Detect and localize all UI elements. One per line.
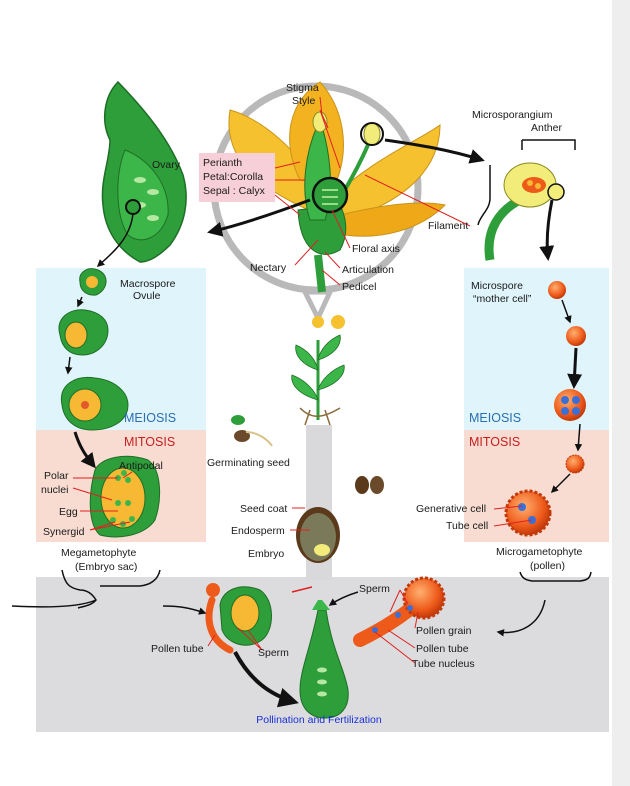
label-macrospore: Macrospore — [120, 278, 176, 290]
label-microspore: Microspore — [471, 280, 523, 292]
arrow-right-to-fertilization — [496, 599, 546, 637]
stamen-anther — [363, 122, 381, 146]
red-dash-mark — [291, 586, 313, 593]
ovule-stage-2 — [58, 309, 109, 356]
label-polar: Polar — [44, 470, 69, 482]
arrow-ovule-to-pistil — [233, 651, 299, 708]
petal-lower-right — [339, 202, 447, 237]
label-mother-cell: “mother cell” — [473, 293, 532, 305]
perianth-box — [199, 153, 275, 202]
label-ovule: Ovule — [133, 290, 161, 302]
label-filament: Filament — [428, 220, 468, 232]
arrow-micro-2-3 — [567, 347, 583, 389]
label-articulation: Articulation — [342, 264, 394, 276]
microspore-single — [565, 454, 585, 474]
label-ovary: Ovary — [152, 159, 181, 171]
label-megametophyte: Megametophyte — [61, 547, 136, 559]
label-antipodal: Antipodal — [119, 460, 163, 472]
hand-drawn-annotations — [11, 139, 592, 609]
arrow-sperm-left — [328, 591, 359, 606]
anther-zoom — [484, 162, 565, 261]
arrow-ovule-3-sac — [73, 431, 96, 469]
label-microsporangium: Microsporangium — [472, 109, 553, 121]
seeds-pair — [355, 476, 384, 494]
pollen-grain-mature — [504, 489, 552, 537]
label-tube-cell: Tube cell — [446, 520, 488, 532]
label-pollen-tube: Pollen tube — [416, 643, 469, 655]
microspore-cell-2 — [566, 326, 586, 346]
microspore-tetrad — [554, 389, 586, 421]
label-nuclei: nuclei — [41, 484, 68, 496]
label-sperm-left: Sperm — [258, 647, 289, 659]
phase-labels: MEIOSIS MITOSIS MEIOSIS MITOSIS Pollinat… — [124, 411, 521, 726]
arrow-anther-to-microspore — [539, 199, 555, 261]
label-embryo-sac: (Embryo sac) — [75, 561, 137, 573]
label-petal-corolla: Petal:Corolla — [203, 171, 263, 183]
ovary-large — [101, 80, 187, 263]
microspore-cell-1 — [548, 281, 566, 299]
label-seed-coat: Seed coat — [240, 503, 287, 515]
ovary-zoom-circle — [311, 176, 349, 214]
label-stigma: Stigma — [286, 82, 319, 94]
label-pollen-tube-left: Pollen tube — [151, 643, 204, 655]
arrow-micro-1-2 — [561, 299, 572, 324]
label-pedicel: Pedicel — [342, 281, 376, 293]
embryo-sac — [89, 455, 161, 538]
ovule-stage-1 — [79, 268, 107, 296]
label-perianth: Perianth — [203, 157, 242, 169]
label-embryo: Embryo — [248, 548, 284, 560]
pedicel — [314, 254, 326, 293]
label-egg: Egg — [59, 506, 78, 518]
meiosis-label-right: MEIOSIS — [469, 411, 521, 425]
label-endosperm: Endosperm — [231, 525, 285, 537]
label-germinating-seed: Germinating seed — [207, 457, 290, 469]
label-style: Style — [292, 95, 316, 107]
ovule-with-pollen-tube — [205, 583, 272, 654]
arrow-anther-zoom — [384, 138, 485, 164]
mitosis-label-left: MITOSIS — [124, 435, 175, 449]
ovule-stage-3 — [60, 376, 129, 431]
arrow-into-fertilization — [162, 605, 207, 615]
arrow-ovary-to-ovule — [96, 213, 134, 268]
label-floral-axis: Floral axis — [352, 243, 400, 255]
leader-lines — [72, 96, 533, 664]
arrow-micro-3-4 — [574, 423, 583, 452]
label-tube-nucleus: Tube nucleus — [412, 658, 475, 670]
process-arrows — [65, 138, 583, 708]
germinating-seed — [231, 415, 273, 447]
right-edge-strip — [612, 0, 630, 786]
arrow-ovule-2-3 — [65, 356, 73, 375]
label-pollen-grain: Pollen grain — [416, 625, 472, 637]
text-labels: Stigma Style Perianth Petal:Corolla Sepa… — [41, 82, 583, 670]
seed-cross-section — [296, 507, 340, 563]
pistil-fertilized — [299, 600, 349, 719]
petal-right — [329, 124, 441, 221]
young-plant — [291, 315, 345, 426]
label-pollen: (pollen) — [530, 560, 565, 572]
label-generative-cell: Generative cell — [416, 503, 486, 515]
arrow-micro-4-5 — [550, 473, 571, 494]
mitosis-label-right: MITOSIS — [469, 435, 520, 449]
pollination-fertilization-label: Pollination and Fertilization — [256, 714, 382, 726]
arrow-ovary-zoom — [207, 198, 311, 237]
label-sperm: Sperm — [359, 583, 390, 595]
label-sepal-calyx: Sepal : Calyx — [203, 185, 266, 197]
meiosis-label-left: MEIOSIS — [124, 411, 176, 425]
label-anther: Anther — [531, 122, 562, 134]
arrow-ovule-1-2 — [77, 296, 84, 308]
label-synergid: Synergid — [43, 526, 85, 538]
label-nectary: Nectary — [250, 262, 287, 274]
label-microgametophyte: Microgametophyte — [496, 546, 583, 558]
